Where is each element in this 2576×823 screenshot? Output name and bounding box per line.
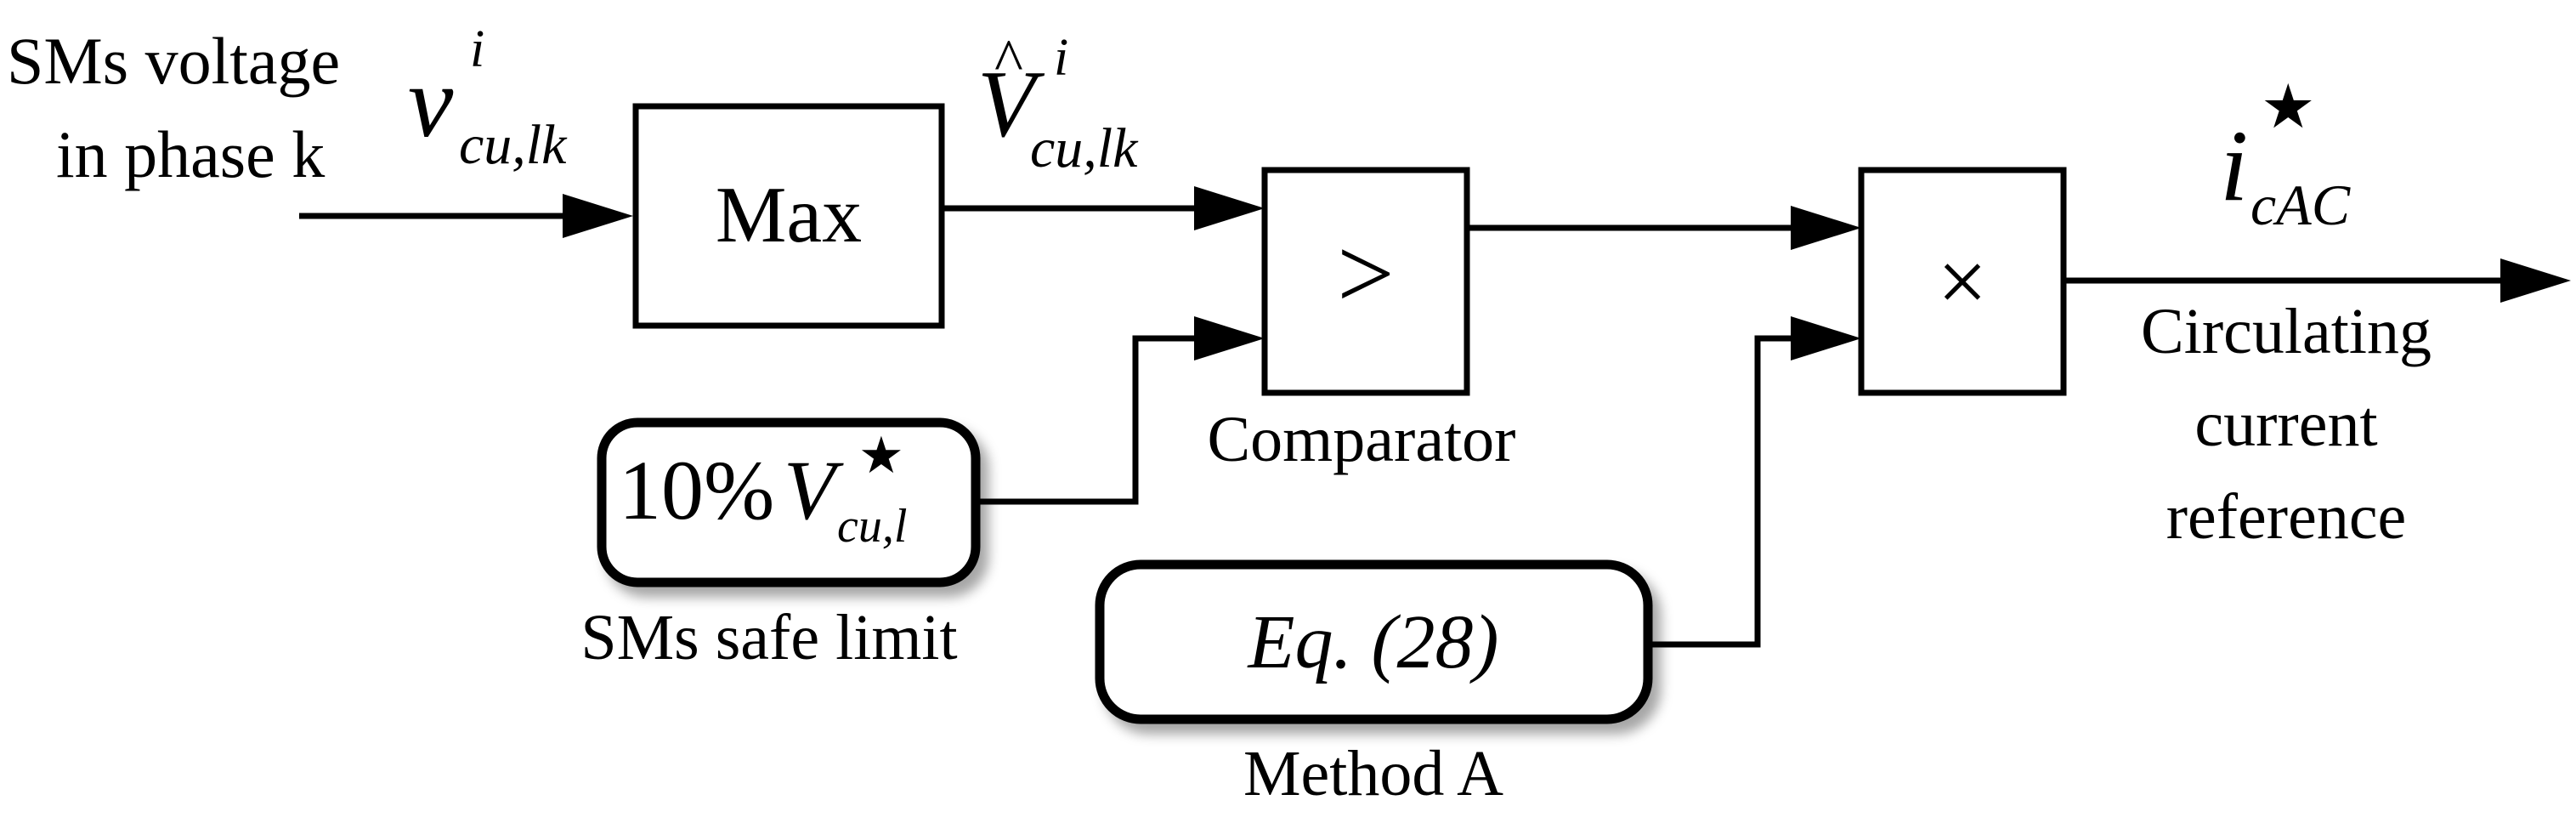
safe-limit-superscript: ★ xyxy=(858,428,904,484)
max-block-label: Max xyxy=(716,171,862,259)
max-output-hat: ^ xyxy=(994,26,1023,94)
comparator-to-multiplier-arrowhead xyxy=(1791,206,1861,250)
max-output-symbol: V xyxy=(977,52,1045,157)
input-label-line1: SMs voltage xyxy=(7,24,340,98)
input-signal-superscript: i xyxy=(470,20,484,78)
max-block xyxy=(632,103,945,329)
comparator-block xyxy=(1261,167,1470,396)
output-caption-line1: Circulating xyxy=(2141,296,2432,367)
output-caption-line2: current xyxy=(2194,389,2377,460)
output-arrowhead xyxy=(2500,258,2571,303)
multiplier-symbol: × xyxy=(1938,233,1988,331)
safe-limit-subscript: cu,l xyxy=(837,500,907,553)
multiplier-block xyxy=(1858,167,2067,396)
max-output-subscript: cu,lk xyxy=(1030,117,1139,179)
safe-limit-prefix: 10% xyxy=(619,443,774,537)
comparator-caption: Comparator xyxy=(1207,404,1515,475)
max-to-comparator-arrowhead xyxy=(1194,186,1265,230)
output-caption-line3: reference xyxy=(2166,481,2407,553)
method-to-multiplier-wire xyxy=(1648,335,1815,648)
method-caption: Method A xyxy=(1243,738,1503,809)
safe-limit-caption: SMs safe limit xyxy=(580,602,957,673)
method-block-label: Eq. (28) xyxy=(1247,600,1499,684)
safe-limit-symbol: V xyxy=(784,443,844,537)
input-signal-subscript: cu,lk xyxy=(459,114,568,176)
input-arrowhead xyxy=(563,194,633,238)
max-output-superscript: i xyxy=(1054,29,1068,87)
input-label-line2: in phase k xyxy=(56,117,325,191)
comparator-symbol: > xyxy=(1337,217,1395,330)
output-signal-superscript: ★ xyxy=(2261,73,2316,141)
input-signal-symbol: v xyxy=(408,45,454,158)
output-signal-subscript: cAC xyxy=(2250,173,2351,237)
method-to-multiplier-arrowhead xyxy=(1791,316,1861,360)
safe-limit-to-comparator-wire xyxy=(976,335,1217,505)
output-signal-symbol: i xyxy=(2220,109,2248,222)
safe-limit-to-comparator-arrowhead xyxy=(1194,316,1265,360)
